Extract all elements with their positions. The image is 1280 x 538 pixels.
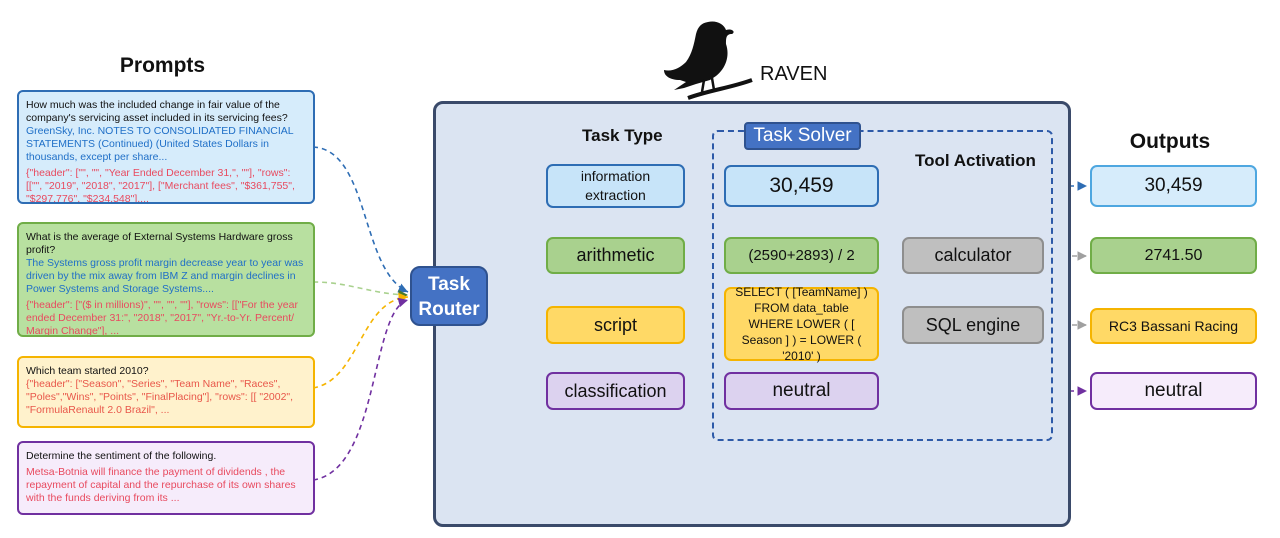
- prompt-card-3: Which team started 2010? {"header": ["Se…: [17, 356, 315, 428]
- solver-output-label: SELECT ( [TeamName] ) FROM data_table WH…: [735, 285, 868, 363]
- output-1: 30,459: [1090, 165, 1257, 207]
- task-type-label: information extraction: [580, 168, 651, 203]
- output-3: RC3 Bassani Racing: [1090, 308, 1257, 344]
- tool-calculator: calculator: [902, 237, 1044, 274]
- solver-output-extraction: 30,459: [724, 165, 879, 207]
- prompt-table: {"header": ["", "", "Year Ended December…: [26, 167, 295, 204]
- solver-output-arithmetic: (2590+2893) / 2: [724, 237, 879, 274]
- task-type-information-extraction: information extraction: [546, 164, 685, 208]
- solver-output-classification: neutral: [724, 372, 879, 410]
- task-router: Task Router: [410, 266, 488, 326]
- task-type-arithmetic: arithmetic: [546, 237, 685, 274]
- prompt3-to-router: [312, 292, 409, 389]
- prompt-table: {"header": ["Season", "Series", "Team Na…: [26, 378, 294, 416]
- prompt4-to-router: [312, 297, 409, 481]
- prompt-question: How much was the included change in fair…: [26, 99, 288, 124]
- prompts-heading: Prompts: [119, 54, 206, 77]
- task-type-label: classification: [564, 380, 667, 401]
- output-label: RC3 Bassani Racing: [1108, 318, 1239, 334]
- solver-output-script: SELECT ( [TeamName] ) FROM data_table WH…: [724, 285, 879, 363]
- prompt-sentence: Metsa-Botnia will finance the payment of…: [26, 466, 296, 504]
- output-label: 30,459: [1144, 175, 1203, 196]
- prompt-card-2: What is the average of External Systems …: [17, 222, 315, 337]
- output-label: 2741.50: [1144, 246, 1203, 264]
- tool-sql-engine: SQL engine: [902, 306, 1044, 344]
- output-4: neutral: [1090, 372, 1257, 410]
- solver-output-label: (2590+2893) / 2: [748, 247, 855, 264]
- tool-activation-heading: Tool Activation: [915, 151, 1036, 170]
- prompt-question: Which team started 2010?: [26, 365, 149, 377]
- output-label: neutral: [1144, 380, 1203, 401]
- task-solver-title: Task Solver: [744, 122, 861, 150]
- task-type-classification: classification: [546, 372, 685, 410]
- brand-title: RAVEN: [760, 63, 828, 85]
- solver-output-label: neutral: [772, 380, 831, 401]
- prompt-question: Determine the sentiment of the following…: [26, 450, 217, 462]
- output-2: 2741.50: [1090, 237, 1257, 274]
- task-type-label: arithmetic: [576, 245, 655, 265]
- tool-label: calculator: [934, 245, 1012, 265]
- task-type-script: script: [546, 306, 685, 344]
- prompt1-to-router: [312, 146, 409, 293]
- task-type-label: script: [593, 314, 637, 335]
- prompt-context: GreenSky, Inc. NOTES TO CONSOLIDATED FIN…: [26, 125, 294, 163]
- prompt2-to-router: [312, 281, 409, 300]
- raven-logo-icon: [664, 21, 753, 100]
- prompt-table: {"header": ["($ in millions)", "", "", "…: [26, 299, 298, 337]
- task-type-heading: Task Type: [582, 126, 663, 145]
- solver-output-label: 30,459: [769, 174, 834, 197]
- prompt-context: The Systems gross profit margin decrease…: [26, 257, 304, 295]
- prompt-card-1: How much was the included change in fair…: [17, 90, 315, 204]
- outputs-heading: Outputs: [1129, 130, 1211, 153]
- prompt-question: What is the average of External Systems …: [26, 231, 293, 256]
- prompt-card-4: Determine the sentiment of the following…: [17, 441, 315, 515]
- task-solver-region: [712, 130, 1053, 441]
- tool-label: SQL engine: [925, 314, 1021, 335]
